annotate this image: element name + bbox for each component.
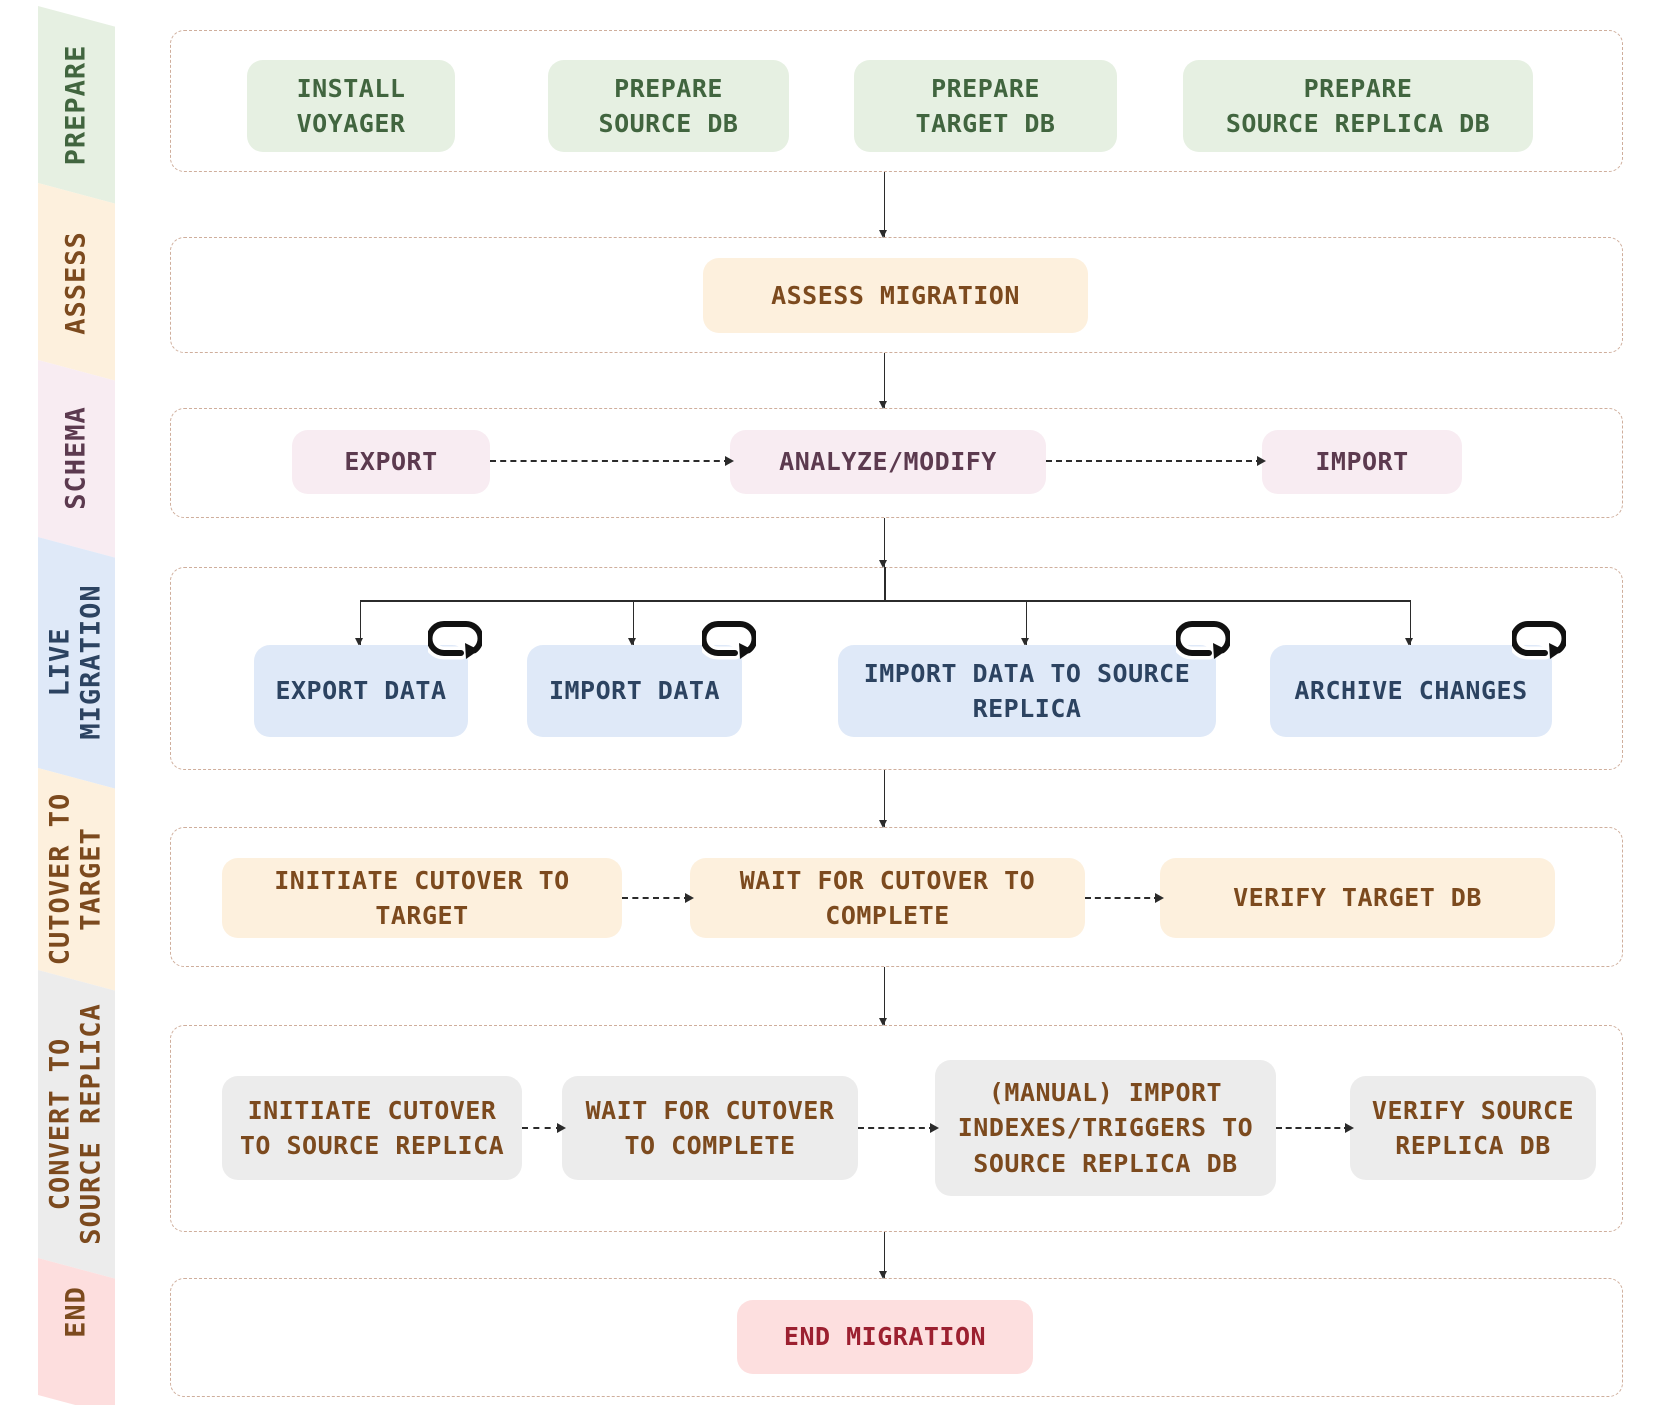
node-label: PREPARE SOURCE REPLICA DB: [1225, 73, 1491, 139]
arrow-wait-to-verify: [1085, 893, 1164, 903]
arrow-cutover-to-convert: [879, 967, 888, 1026]
node-wait-for-cutover-to-complete: WAIT FOR CUTOVER TO COMPLETE: [690, 858, 1085, 938]
loop-icon: [1176, 618, 1230, 660]
loop-icon: [702, 618, 756, 660]
arrow-schema-to-live: [879, 518, 888, 568]
node-verify-target-db: VERIFY TARGET DB: [1160, 858, 1555, 938]
node-prepare-source-replica-db: PREPARE SOURCE REPLICA DB: [1183, 60, 1533, 152]
arrow-assess-to-schema: [879, 353, 888, 409]
branch-drop-import-source-replica: [1021, 600, 1030, 646]
lane-live-migration: [170, 567, 1623, 770]
arrow-prepare-to-assess: [879, 172, 888, 238]
branch-drop-export-data: [355, 600, 364, 646]
node-label: IMPORT DATA: [548, 676, 721, 706]
node-label: PREPARE TARGET DB: [915, 73, 1056, 139]
node-export-data: EXPORT DATA: [254, 618, 482, 737]
arrow-wait-to-manual: [858, 1123, 939, 1133]
lane-end: [170, 1278, 1623, 1397]
node-label: IMPORT: [1315, 447, 1409, 477]
phase-label-prepare: PREPARE: [60, 44, 92, 166]
node-wait-for-cutover-to-complete-2: WAIT FOR CUTOVER TO COMPLETE: [562, 1076, 858, 1180]
lane-prepare: [170, 30, 1623, 172]
branch-stub: [884, 567, 886, 601]
node-label: EXPORT: [344, 447, 438, 477]
arrow-export-to-analyze: [490, 456, 734, 466]
node-import-data: IMPORT DATA: [527, 618, 756, 737]
node-import-schema: IMPORT: [1262, 430, 1462, 494]
node-end-migration: END MIGRATION: [737, 1300, 1033, 1374]
phase-label-live: LIVE MIGRATION: [44, 584, 107, 740]
lane-assess: [170, 237, 1623, 353]
node-label: INITIATE CUTOVER TO SOURCE REPLICA: [239, 1095, 505, 1161]
node-label: (MANUAL) IMPORT INDEXES/TRIGGERS TO SOUR…: [957, 1077, 1254, 1178]
phase-label-convert: CONVERT TO SOURCE REPLICA: [44, 1003, 107, 1245]
branch-bar: [361, 600, 1411, 602]
arrow-manual-to-verify-sr: [1276, 1123, 1354, 1133]
node-initiate-cutover-to-target: INITIATE CUTOVER TO TARGET: [222, 858, 622, 938]
phase-label-assess: ASSESS: [60, 231, 92, 335]
node-label: ARCHIVE CHANGES: [1294, 676, 1528, 706]
node-label: ASSESS MIGRATION: [771, 280, 1020, 310]
arrow-convert-to-end: [879, 1232, 888, 1279]
node-label: EXPORT DATA: [275, 676, 447, 706]
loop-icon: [1512, 618, 1566, 660]
node-install-voyager: INSTALL VOYAGER: [247, 60, 455, 152]
node-archive-changes: ARCHIVE CHANGES: [1270, 618, 1566, 737]
node-label: INITIATE CUTOVER TO TARGET: [274, 865, 570, 931]
node-assess-migration: ASSESS MIGRATION: [703, 258, 1088, 333]
node-label: INSTALL VOYAGER: [296, 73, 406, 139]
node-label: END MIGRATION: [783, 1322, 987, 1352]
node-label: WAIT FOR CUTOVER TO COMPLETE: [585, 1095, 835, 1161]
lane-schema: [170, 408, 1623, 518]
phase-label-cutover: CUTOVER TO TARGET: [44, 792, 107, 966]
phase-label-schema: SCHEMA: [60, 406, 92, 510]
lane-cutover-to-target: [170, 827, 1623, 967]
node-label: WAIT FOR CUTOVER TO COMPLETE: [739, 865, 1036, 931]
node-prepare-source-db: PREPARE SOURCE DB: [548, 60, 789, 152]
node-manual-import-indexes: (MANUAL) IMPORT INDEXES/TRIGGERS TO SOUR…: [935, 1060, 1276, 1196]
node-import-data-to-source-replica: IMPORT DATA TO SOURCE REPLICA: [838, 618, 1230, 737]
arrow-initiate-to-wait: [622, 893, 694, 903]
phase-label-end: END: [60, 1286, 92, 1338]
branch-drop-import-data: [628, 600, 637, 646]
node-export-schema: EXPORT: [292, 430, 490, 494]
branch-drop-archive-changes: [1405, 600, 1414, 646]
node-label: ANALYZE/MODIFY: [779, 447, 997, 477]
lane-convert-to-source-replica: [170, 1025, 1623, 1232]
node-label: IMPORT DATA TO SOURCE REPLICA: [863, 658, 1191, 724]
node-prepare-target-db: PREPARE TARGET DB: [854, 60, 1117, 152]
node-label: VERIFY SOURCE REPLICA DB: [1371, 1095, 1575, 1161]
loop-icon: [428, 618, 482, 660]
arrow-live-to-cutover: [879, 770, 888, 828]
node-verify-source-replica-db: VERIFY SOURCE REPLICA DB: [1350, 1076, 1596, 1180]
node-label: PREPARE SOURCE DB: [598, 73, 739, 139]
arrow-initiate-sr-to-wait: [522, 1123, 566, 1133]
arrow-analyze-to-import: [1046, 456, 1266, 466]
node-label: VERIFY TARGET DB: [1233, 883, 1482, 913]
node-initiate-cutover-to-source-replica: INITIATE CUTOVER TO SOURCE REPLICA: [222, 1076, 522, 1180]
node-analyze-modify: ANALYZE/MODIFY: [730, 430, 1046, 494]
